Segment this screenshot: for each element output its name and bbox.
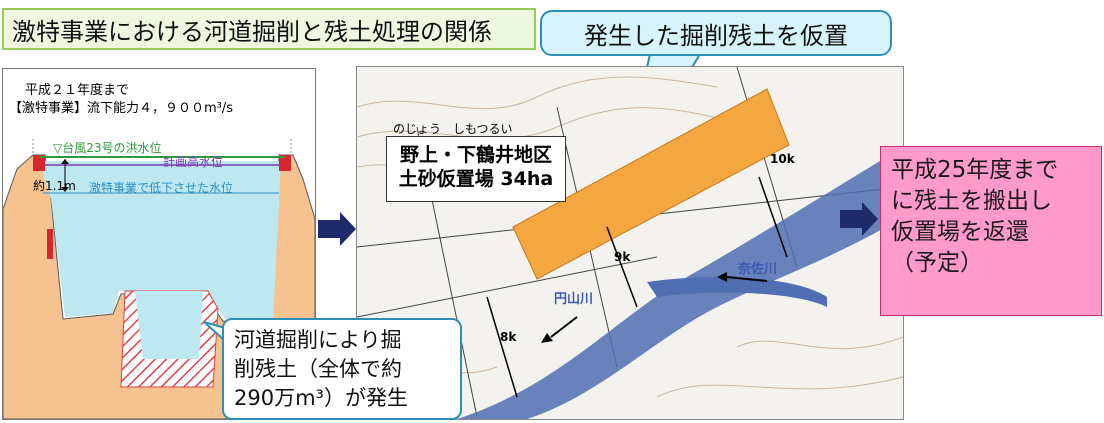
map-panel [356,66,904,420]
schedule-box: 平成25年度まで に残土を搬出し 仮置場を返還 （予定） [880,146,1102,316]
note-line-2: 削残土（全体で約 [234,357,402,381]
excavation-note: 河道掘削により掘 削残土（全体で約 290万m³）が発生 [222,318,462,420]
stockpile-site-label: 野上・下鶴井地区 土砂仮置場 34ha [386,136,566,202]
flood-level-label: ▽台風23号の洪水位 [53,141,162,155]
period-label: 平成２１年度まで [25,83,130,98]
diagram-title: 激特事業における河道掘削と残土処理の関係 [2,8,536,50]
ruby-reading: のじょう しもつるい [393,122,513,136]
plan-level-label: 計画高水位 [163,155,224,169]
schedule-line-2: に残土を搬出し [891,188,1052,214]
note-line-1: 河道掘削により掘 [234,328,402,352]
note-line-3: 290万m³）が発生 [234,386,408,410]
arrow-right-icon [840,202,878,236]
stockpile-site-area: 土砂仮置場 34ha [398,168,554,190]
stockpile-site-name: 野上・下鶴井地区 [399,144,552,166]
drop-label: 約1.1m [33,179,76,193]
narusa-river-label: 奈佐川 [738,262,778,277]
schedule-line-3: 仮置場を返還 [891,219,1029,245]
km-9-label: 9k [614,250,631,264]
km-8-label: 8k [500,330,517,344]
maruyama-river-label: 円山川 [554,292,594,307]
schedule-line-4: （予定） [891,250,983,276]
lowered-level-label: 激特事業で低下させた水位 [89,181,234,195]
arrow-right-icon [318,212,356,246]
callout-stockpile: 発生した掘削残土を仮置 [540,10,892,56]
cross-section-panel: 平成２１年度まで 【激特事業】流下能力４，９００m³/s ▽台風23号の洪水位 … [2,68,316,420]
schedule-line-1: 平成25年度まで [891,157,1059,183]
capacity-label: 【激特事業】流下能力４，９００m³/s [9,101,234,116]
km-10-label: 10k [770,152,795,166]
